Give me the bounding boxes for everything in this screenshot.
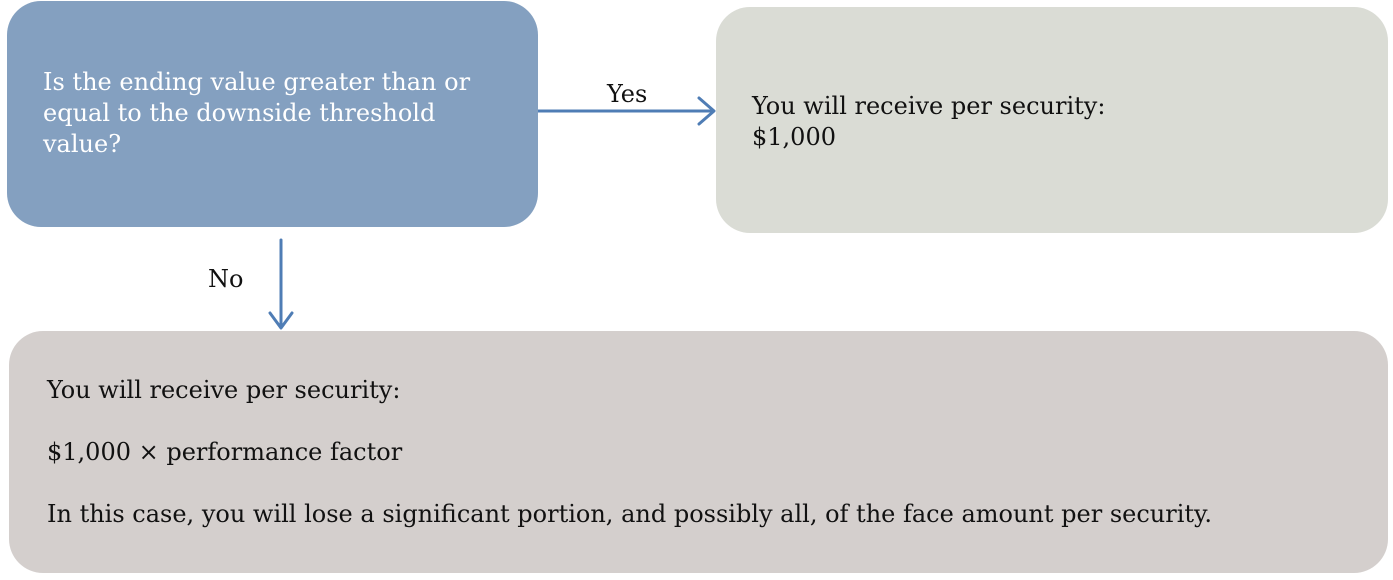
yes-outcome-amount: $1,000 bbox=[752, 123, 836, 151]
yes-outcome-heading: You will receive per security: bbox=[752, 92, 1106, 120]
no-outcome-box: You will receive per security: $1,000 × … bbox=[9, 331, 1388, 573]
question-line-2: equal to the downside threshold bbox=[43, 99, 436, 127]
no-arrow bbox=[268, 238, 294, 330]
yes-outcome-box: You will receive per security: $1,000 bbox=[716, 7, 1388, 233]
no-outcome-note: In this case, you will lose a significan… bbox=[47, 500, 1213, 528]
decision-box: Is the ending value greater than or equa… bbox=[7, 1, 538, 227]
no-outcome-formula: $1,000 × performance factor bbox=[47, 438, 403, 466]
question-line-1: Is the ending value greater than or bbox=[43, 68, 471, 96]
no-outcome-heading: You will receive per security: bbox=[47, 376, 401, 404]
yes-label: Yes bbox=[607, 80, 648, 108]
question-line-3: value? bbox=[43, 130, 122, 158]
yes-arrow bbox=[536, 96, 716, 126]
no-label: No bbox=[208, 265, 244, 293]
